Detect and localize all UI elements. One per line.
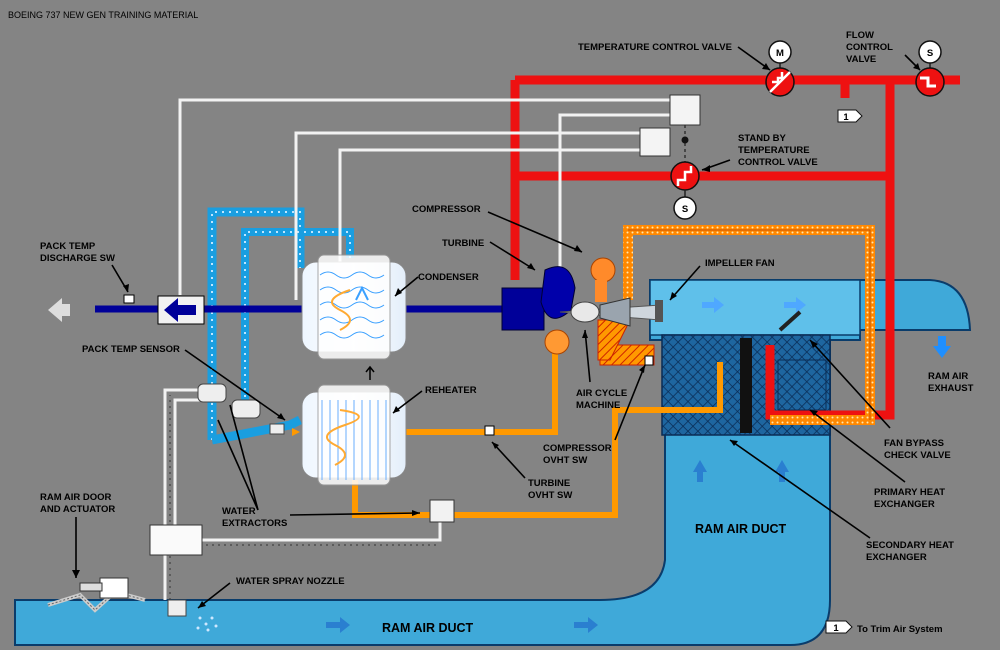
tcv-motor-symbol: M [776, 48, 784, 59]
standby-temperature-control-valve: S [670, 161, 700, 220]
water-spray-nozzle [167, 599, 218, 632]
water-extractor-2 [231, 399, 261, 419]
label-water-extractors: WATER EXTRACTORS [222, 506, 287, 529]
trim-air-tag-number: 1 [843, 112, 849, 123]
trim-air-tag: 1 [837, 109, 863, 123]
air-cycle-machine [501, 257, 663, 355]
legend-tag [825, 620, 853, 634]
label-compressor: COMPRESSOR [412, 204, 481, 215]
acm-turbine-outlet [544, 329, 570, 355]
pack-controller-box-1 [669, 94, 701, 126]
fan-bypass-check-valve [778, 310, 802, 332]
discharge-arrow [48, 298, 70, 322]
water-spray-valve-box [429, 499, 455, 523]
turbine-ovht-switch [484, 425, 495, 436]
acm-turbine [501, 287, 545, 331]
legend-number: 1 [833, 623, 839, 634]
label-primary-heat-exchanger: PRIMARY HEAT EXCHANGER [874, 487, 948, 510]
header-title: BOEING 737 NEW GEN TRAINING MATERIAL [8, 10, 198, 20]
ram-flow-arrow-2 [775, 460, 789, 482]
label-turbine-ovht-sw: TURBINE OVHT SW [528, 478, 573, 501]
condenser [301, 254, 407, 360]
label-turbine: TURBINE [442, 238, 484, 249]
label-pack-temp-discharge-sw: PACK TEMP DISCHARGE SW [40, 241, 115, 264]
ram-flow-arrow-3 [326, 617, 350, 633]
pack-controller-box-2 [639, 127, 671, 157]
label-compressor-ovht-sw: COMPRESSOR OVHT SW [543, 443, 614, 466]
label-ram-air-door: RAM AIR DOOR AND ACTUATOR [40, 492, 115, 515]
label-temperature-control-valve: TEMPERATURE CONTROL VALVE [578, 42, 732, 53]
label-impeller-fan: IMPELLER FAN [705, 258, 775, 269]
label-flow-control-valve: FLOW CONTROL VALVE [846, 30, 895, 65]
ram-flow-arrow-6 [784, 297, 806, 313]
ram-air-duct-system [14, 279, 972, 646]
fcv-solenoid-symbol: S [927, 48, 933, 59]
pack-temp-sensor [269, 423, 285, 435]
label-fan-bypass-check-valve: FAN BYPASS CHECK VALVE [884, 438, 951, 461]
pack-discharge-duct [48, 294, 505, 325]
warm-air-ducting [352, 345, 723, 518]
label-condenser: CONDENSER [418, 272, 479, 283]
tcv-motor [768, 40, 792, 64]
ram-air-door-actuator-box [149, 524, 203, 556]
label-water-spray-nozzle: WATER SPRAY NOZZLE [236, 576, 345, 587]
flow-control-valve: S [915, 40, 945, 97]
ram-air-door [47, 577, 146, 613]
ram-flow-arrow-1 [693, 460, 707, 482]
label-air-cycle-machine: AIR CYCLE MACHINE [576, 388, 630, 411]
impeller-fan [655, 300, 663, 322]
ram-flow-arrow-4 [574, 617, 598, 633]
water-extractor-1 [197, 383, 227, 403]
compressor-ovht-switch [644, 355, 654, 366]
label-standby-tcv: STAND BY TEMPERATURE CONTROL VALVE [738, 133, 818, 168]
reheater [292, 384, 407, 486]
label-pack-temp-sensor: PACK TEMP SENSOR [82, 344, 180, 355]
standby-tcv-solenoid-symbol: S [682, 204, 688, 215]
label-ram-air-duct-bottom: RAM AIR DUCT [382, 621, 474, 635]
label-reheater: REHEATER [425, 385, 477, 396]
leader-lines [75, 46, 921, 609]
label-ram-air-exhaust: RAM AIR EXHAUST [928, 371, 974, 394]
control-lines [163, 98, 670, 600]
ram-exhaust-arrow [933, 336, 951, 358]
label-ram-air-duct-vertical: RAM AIR DUCT [695, 522, 787, 536]
temperature-control-valve: M [765, 40, 795, 97]
label-secondary-heat-exchanger: SECONDARY HEAT EXCHANGER [866, 540, 957, 563]
legend-text: To Trim Air System [857, 624, 943, 635]
acm-compressor [590, 257, 616, 283]
ram-flow-arrow-5 [702, 297, 724, 313]
legend: 1 To Trim Air System [825, 620, 943, 635]
hx-divider [740, 338, 752, 433]
